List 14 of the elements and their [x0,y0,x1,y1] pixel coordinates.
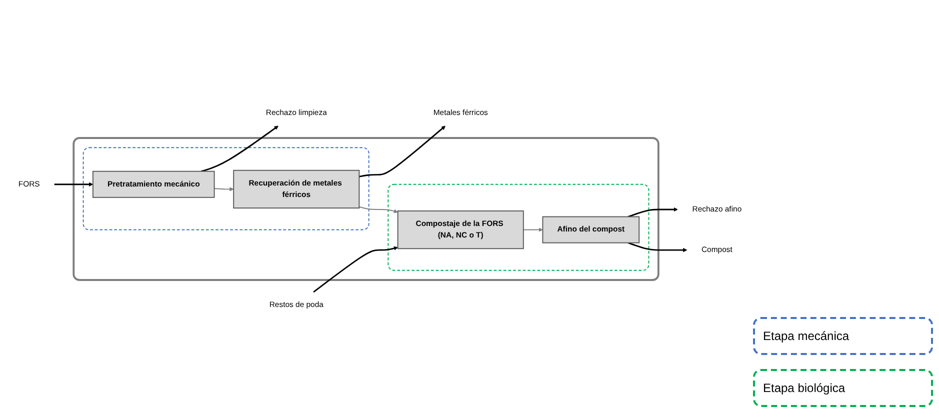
arrow [214,186,234,191]
legend-item: Etapa biológica [753,369,933,407]
cluster [72,136,660,280]
arrow [54,182,94,186]
arrow [359,125,446,177]
arrow [200,125,278,172]
arrow [628,206,678,217]
cluster [388,183,650,270]
legend-item: Etapa mecánica [753,317,933,355]
arrow [313,246,398,292]
arrow [522,227,543,232]
cluster [82,146,370,230]
arrow [358,206,398,213]
arrow [628,242,688,252]
